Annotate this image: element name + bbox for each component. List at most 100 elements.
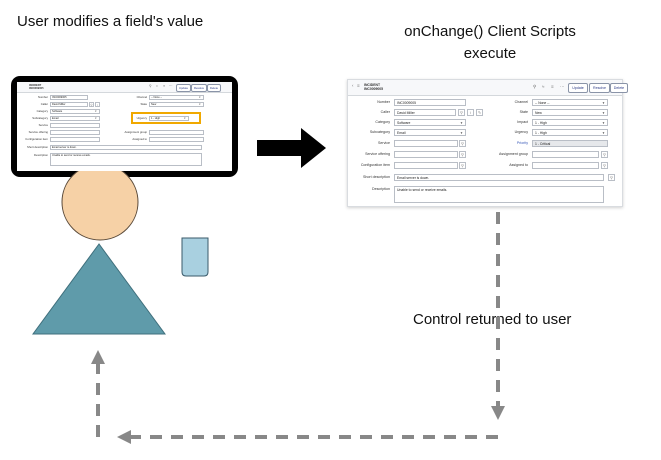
- description-label: Description: [372, 187, 390, 191]
- assigned-to-label: Assigned to: [509, 163, 528, 167]
- assignment-group-field[interactable]: [149, 130, 204, 135]
- chevron-down-icon: ▼: [602, 101, 605, 105]
- impact-select[interactable]: 1 - High▼: [532, 119, 608, 126]
- urgency-value: 1 - High: [151, 117, 161, 120]
- resolve-button[interactable]: Resolve: [191, 84, 207, 92]
- service-offering-search-icon[interactable]: ⚲: [459, 151, 466, 158]
- subcategory-select[interactable]: Email▼: [50, 116, 100, 121]
- channel-value: -- None --: [535, 101, 550, 105]
- caller-search-icon[interactable]: ⚲: [458, 109, 465, 116]
- service-offering-label: Service offering: [365, 152, 390, 156]
- number-field[interactable]: INC0009005: [50, 95, 88, 100]
- chevron-down-icon: ▼: [460, 131, 463, 135]
- record-type: INCIDENT: [29, 84, 42, 87]
- assigned-to-search-icon[interactable]: ⚲: [601, 162, 608, 169]
- configuration-item-field[interactable]: [394, 162, 458, 169]
- record-title: INCIDENT INC0009005: [364, 83, 383, 91]
- configuration-item-search-icon[interactable]: ⚲: [459, 162, 466, 169]
- caller-search-icon[interactable]: ⚲: [89, 102, 94, 107]
- activity-icon[interactable]: ≈: [156, 84, 158, 88]
- service-field[interactable]: [50, 123, 100, 128]
- category-select[interactable]: Software▼: [394, 119, 466, 126]
- impact-label: Impact: [517, 120, 528, 124]
- return-arrowhead-down: [491, 406, 505, 420]
- assignment-group-search-icon[interactable]: ⚲: [601, 151, 608, 158]
- subcategory-label: Subcategory: [369, 130, 390, 134]
- person-head: [61, 163, 139, 241]
- chevron-down-icon: ▼: [602, 111, 605, 115]
- state-select[interactable]: New▼: [149, 102, 204, 107]
- chevron-down-icon: ▼: [602, 131, 605, 135]
- number-label: Number: [38, 95, 48, 99]
- channel-value: -- None --: [151, 96, 163, 99]
- delete-button[interactable]: Delete: [610, 83, 628, 93]
- more-icon[interactable]: ⋯: [169, 84, 173, 88]
- configuration-item-label: Configuration item: [25, 137, 48, 141]
- activity-icon[interactable]: ≈: [542, 84, 545, 89]
- state-label: State: [140, 102, 147, 106]
- channel-select[interactable]: -- None -- ▼: [532, 99, 608, 106]
- delete-button[interactable]: Delete: [207, 84, 221, 92]
- back-icon[interactable]: ‹: [352, 83, 354, 88]
- return-arrowhead-up: [91, 350, 105, 364]
- paperclip-icon[interactable]: ⚲: [149, 84, 152, 88]
- form-header: [348, 80, 622, 96]
- service-field[interactable]: [394, 140, 458, 147]
- caller-edit-icon[interactable]: ✎: [476, 109, 483, 116]
- state-label: State: [519, 110, 528, 114]
- configuration-item-field[interactable]: [50, 137, 100, 142]
- resolve-button[interactable]: Resolve: [589, 83, 610, 93]
- caller-label: Caller: [40, 102, 48, 106]
- urgency-select[interactable]: 1 - High▼: [532, 129, 608, 136]
- settings-icon[interactable]: ≡: [163, 84, 166, 88]
- urgency-label: Urgency: [136, 116, 147, 120]
- update-button[interactable]: Update: [568, 83, 588, 93]
- subcategory-select[interactable]: Email▼: [394, 129, 466, 136]
- service-offering-field[interactable]: [394, 151, 458, 158]
- short-description-label: Short description: [363, 175, 390, 179]
- short-description-field[interactable]: Email server is down.: [50, 145, 202, 150]
- caller-label: Caller: [380, 110, 390, 114]
- more-icon[interactable]: ⋯: [560, 84, 565, 89]
- chevron-down-icon: ▼: [198, 103, 201, 106]
- person-body: [32, 243, 166, 335]
- channel-label: Channel: [136, 95, 147, 99]
- assigned-to-label: Assigned to: [132, 137, 147, 141]
- flow-arrow: [257, 128, 326, 168]
- priority-label[interactable]: Priority: [516, 141, 528, 145]
- short-description-suggest-icon[interactable]: ⚲: [608, 174, 615, 181]
- description-field[interactable]: Unable to send or receive emails.: [394, 186, 604, 203]
- caller-info-icon[interactable]: i: [95, 102, 100, 107]
- short-description-field[interactable]: Email server is down.: [394, 174, 604, 181]
- service-search-icon[interactable]: ⚲: [459, 140, 466, 147]
- update-button[interactable]: Update: [176, 84, 191, 92]
- caller-info-icon[interactable]: i: [467, 109, 474, 116]
- description-field[interactable]: Unable to send or receive emails.: [50, 153, 202, 166]
- channel-select[interactable]: -- None --▼: [149, 95, 204, 100]
- assignment-group-label: Assignment group: [124, 130, 147, 134]
- chevron-down-icon: ▼: [94, 110, 97, 113]
- paperclip-icon[interactable]: ⚲: [533, 84, 537, 89]
- assignment-group-field[interactable]: [532, 151, 599, 158]
- short-description-label: Short description: [27, 145, 48, 149]
- caller-field[interactable]: David Miller: [50, 102, 88, 107]
- service-offering-field[interactable]: [50, 130, 100, 135]
- caller-field[interactable]: David Miller: [394, 109, 456, 116]
- impact-value: 1 - High: [535, 121, 547, 125]
- assigned-to-field[interactable]: [149, 137, 204, 142]
- urgency-label: Urgency: [514, 130, 528, 134]
- incident-form: ‹ ≡ INCIDENT INC0009005 ⚲ ≈ ≡ ⋯ Update R…: [347, 79, 628, 207]
- number-field[interactable]: INC0009005: [394, 99, 466, 106]
- configuration-item-label: Configuration item: [360, 163, 390, 167]
- record-number: INC0009005: [364, 87, 384, 91]
- record-title: INCIDENT INC0009005: [29, 84, 44, 90]
- assignment-group-label: Assignment group: [499, 152, 528, 156]
- urgency-select[interactable]: 1 - High▼: [149, 116, 189, 121]
- assigned-to-field[interactable]: [532, 162, 599, 169]
- category-select[interactable]: Software▼: [50, 109, 100, 114]
- control-returned-caption: Control returned to user: [413, 311, 572, 328]
- menu-icon[interactable]: ≡: [357, 83, 360, 88]
- settings-icon[interactable]: ≡: [551, 84, 554, 89]
- state-select[interactable]: New▼: [532, 109, 608, 116]
